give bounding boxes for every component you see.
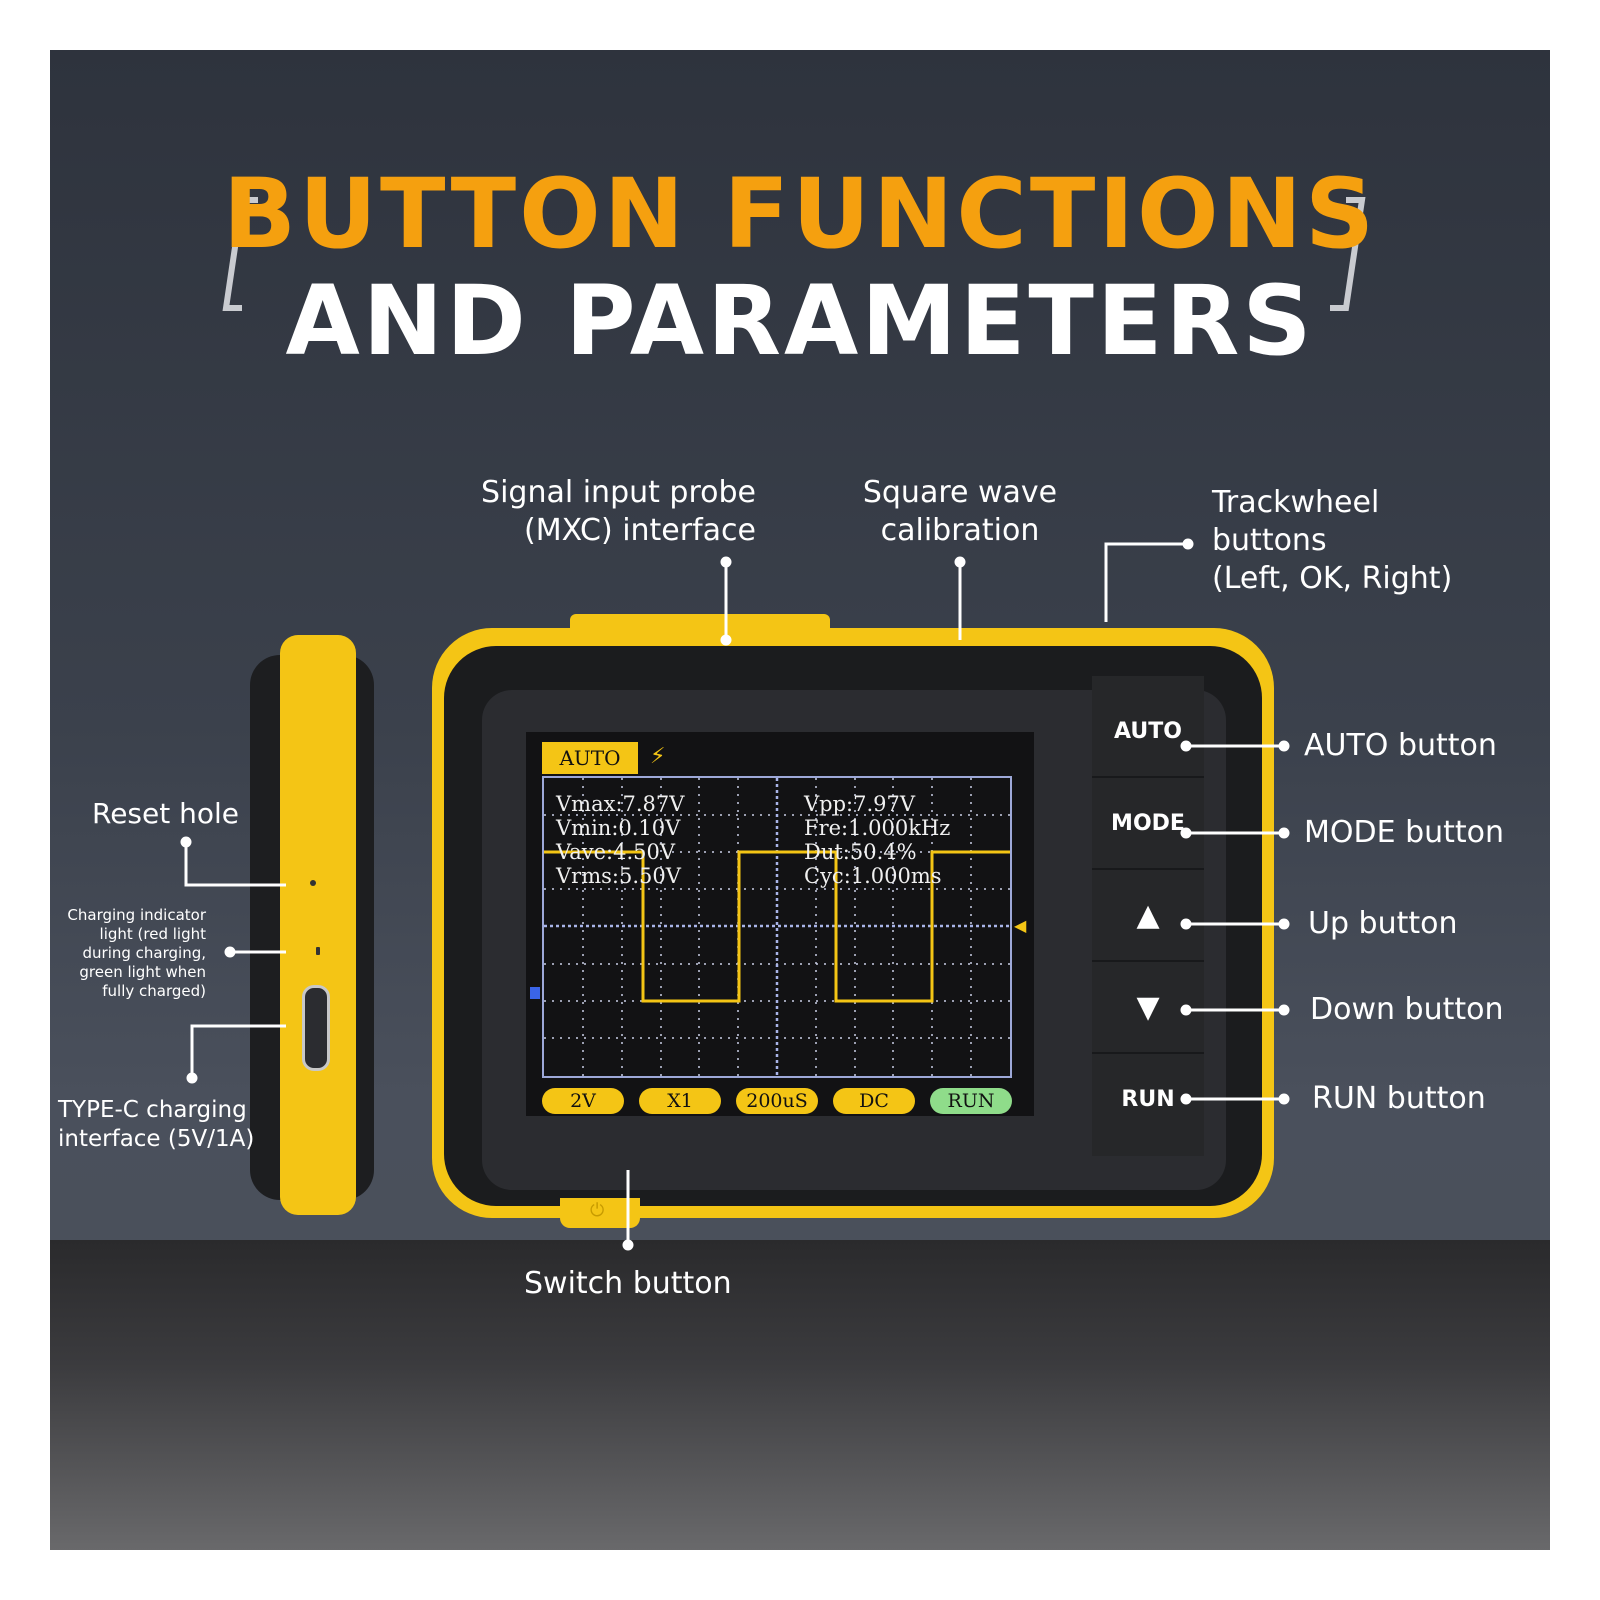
status-coupling: DC <box>833 1088 915 1114</box>
title-line-1: BUTTON FUNCTIONS <box>222 158 1378 270</box>
callout-down-button: Down button <box>1310 992 1504 1027</box>
power-icon: ⏻ <box>590 1200 605 1221</box>
measurement-cycle: Cyc:1.000ms <box>804 864 942 888</box>
callout-mode-button: MODE button <box>1304 815 1505 850</box>
callout-square-wave: Square wave calibration <box>840 474 1080 550</box>
measurement-vmin: Vmin:0.10V <box>556 816 681 840</box>
callout-type-c: TYPE-C charging interface (5V/1A) <box>58 1096 254 1154</box>
type-c-port[interactable] <box>302 985 330 1071</box>
channel-marker <box>530 987 540 999</box>
callout-type-c-line1: TYPE-C charging <box>58 1097 247 1123</box>
mode-button[interactable]: MODE <box>1092 778 1204 870</box>
down-button[interactable]: ▼ <box>1092 962 1204 1054</box>
side-view-device <box>250 635 374 1215</box>
callout-square-wave-line2: calibration <box>880 513 1040 548</box>
callout-charging-line3: during charging, <box>82 944 207 962</box>
auto-button[interactable]: AUTO <box>1092 686 1204 778</box>
waveform-plot <box>544 778 1010 1076</box>
measurement-vrms: Vrms:5.50V <box>556 864 681 888</box>
trigger-edge-icon: ⚡ <box>650 744 666 769</box>
trigger-level-marker: ◀ <box>1014 916 1027 935</box>
status-volts-div: 2V <box>542 1088 624 1114</box>
callout-charging-line5: fully charged) <box>102 982 206 1000</box>
button-column: AUTO MODE ▲ ▼ RUN <box>1092 676 1204 1156</box>
waveform-grid: Vmax:7.87V Vmin:0.10V Vave:4.50V Vrms:5.… <box>542 776 1012 1078</box>
status-run: RUN <box>930 1088 1012 1114</box>
callout-square-wave-line1: Square wave <box>862 475 1058 510</box>
callout-charging-indicator: Charging indicator light (red light duri… <box>50 906 206 1001</box>
measurement-vmax: Vmax:7.87V <box>556 792 685 816</box>
callout-lines <box>180 538 1290 1251</box>
run-button[interactable]: RUN <box>1121 1086 1175 1112</box>
up-button[interactable]: ▲ <box>1092 870 1204 962</box>
product-infographic: BUTTON FUNCTIONS AND PARAMETERS AUTO ⚡ <box>50 50 1550 1550</box>
title-brackets <box>222 197 1366 311</box>
charging-indicator-light <box>316 947 320 955</box>
callout-trackwheel-line1: Trackwheel <box>1212 485 1380 520</box>
measurement-vpp: Vpp:7.97V <box>804 792 916 816</box>
callout-auto-button: AUTO button <box>1304 728 1497 763</box>
status-probe-multiplier: X1 <box>639 1088 721 1114</box>
mode-tag: AUTO <box>542 742 638 774</box>
floor-shadow <box>50 1240 1550 1550</box>
callout-reset-hole: Reset hole <box>92 797 239 830</box>
callout-signal-input-line2: (MXC) interface <box>524 513 756 548</box>
measurement-frequency: Fre:1.000kHz <box>804 816 951 840</box>
callout-signal-input: Signal input probe (MXC) interface <box>470 474 756 550</box>
side-shell-yellow <box>280 635 356 1215</box>
callout-up-button: Up button <box>1308 906 1458 941</box>
title-line-2: AND PARAMETERS <box>285 265 1315 377</box>
callout-trackwheel-line2: buttons <box>1212 523 1327 558</box>
callout-trackwheel-line3: (Left, OK, Right) <box>1212 561 1453 596</box>
callout-trackwheel: Trackwheel buttons (Left, OK, Right) <box>1212 484 1452 598</box>
oscilloscope-screen: AUTO ⚡ <box>526 732 1034 1116</box>
measurement-vave: Vave:4.50V <box>556 840 676 864</box>
status-time-div: 200uS <box>736 1088 818 1114</box>
callout-charging-line1: Charging indicator <box>67 906 206 924</box>
callout-signal-input-line1: Signal input probe <box>481 475 756 510</box>
callout-type-c-line2: interface (5V/1A) <box>58 1126 255 1152</box>
oscilloscope-device: AUTO ⚡ <box>432 614 1274 1228</box>
callout-charging-line2: light (red light <box>99 925 206 943</box>
measurement-duty: Dut:50.4% <box>804 840 917 864</box>
callout-charging-line4: green light when <box>79 963 206 981</box>
reset-hole[interactable] <box>310 880 316 886</box>
callout-switch-button: Switch button <box>524 1266 732 1301</box>
callout-run-button: RUN button <box>1312 1081 1486 1116</box>
